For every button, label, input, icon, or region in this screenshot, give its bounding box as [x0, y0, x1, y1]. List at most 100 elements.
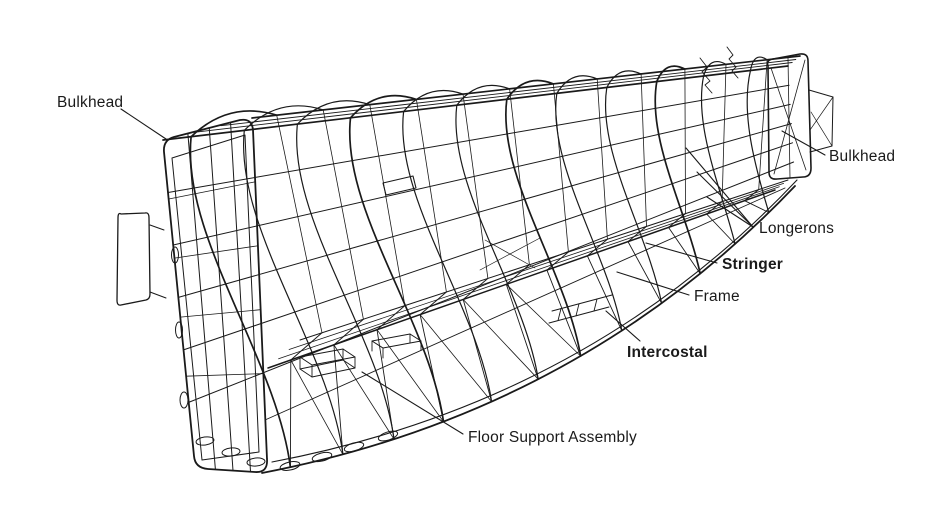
near-top-longeron	[162, 65, 789, 141]
floor-intercostal	[278, 186, 780, 360]
roof-arch	[456, 84, 511, 106]
far-frame-member	[509, 88, 530, 266]
floor-support-box-legs	[371, 333, 422, 359]
roof-arch	[655, 65, 686, 83]
floor-support-strut	[462, 299, 493, 403]
label-stringer: Stringer	[722, 256, 783, 273]
bulkhead-stiffener	[230, 122, 251, 473]
break-line	[699, 57, 713, 94]
break-line	[726, 46, 739, 79]
lightening-hole-icon	[377, 430, 399, 442]
floor-support-box-base	[299, 359, 356, 378]
leader-bulkhead-left	[120, 108, 167, 140]
side-stringer	[167, 84, 790, 193]
far-frame-member	[758, 59, 768, 190]
bulkhead-stiffener	[187, 133, 216, 470]
leader-frame	[616, 271, 690, 296]
roof-arch	[505, 79, 555, 101]
lightening-hole-icon	[246, 457, 266, 467]
roof-arch	[403, 89, 464, 113]
far-frame-member	[276, 114, 323, 334]
side-stringer	[172, 103, 791, 246]
leader-stringer	[645, 242, 718, 264]
roof-arch	[556, 75, 598, 94]
frame-member	[746, 69, 770, 214]
leader-longerons	[706, 196, 754, 228]
interior-brace	[484, 239, 536, 269]
frame-member	[504, 98, 582, 357]
far-frame-member	[462, 93, 489, 279]
floor-support-box-legs	[299, 348, 356, 378]
frame-member	[605, 86, 663, 304]
lightening-hole-icon	[195, 436, 215, 446]
floor-support-strut	[333, 344, 344, 455]
frame-member	[654, 80, 702, 275]
intercostal-rung	[575, 303, 580, 317]
lightening-hole-icon	[311, 451, 333, 463]
roof-hatch	[382, 175, 417, 196]
leader-floor-support-assembly	[361, 371, 464, 435]
far-top-longeron	[251, 55, 801, 119]
floor-support-box	[371, 333, 422, 349]
roof-arch	[749, 56, 768, 71]
roof-arch	[349, 94, 418, 119]
bulkhead-stiffener	[174, 245, 259, 259]
roof-arch	[606, 70, 642, 89]
label-intercostal: Intercostal	[627, 344, 708, 361]
lightening-hole-icon	[171, 246, 179, 264]
floor-support-brace	[376, 329, 444, 422]
floor-support-strut	[376, 329, 395, 440]
floor-beam	[668, 213, 686, 228]
floor-support-strut	[627, 241, 663, 304]
keel-line	[261, 185, 796, 474]
under-floor-keelson	[264, 187, 786, 421]
floor-beam	[627, 225, 647, 243]
lightening-hole-icon	[343, 441, 365, 453]
panel-connector	[149, 224, 165, 231]
aft-brace	[810, 111, 833, 147]
floor-beam	[706, 201, 723, 215]
floor-beam	[376, 305, 406, 331]
side-stringer	[183, 142, 793, 351]
floor-far-edge	[299, 179, 789, 341]
floor-support-strut	[546, 269, 582, 357]
leader-intercostal	[605, 310, 641, 342]
aft-frame	[808, 89, 834, 153]
side-stringer	[188, 161, 795, 403]
floor-support-brace	[462, 299, 539, 380]
lightening-hole-icon	[221, 447, 241, 457]
frame-member	[555, 92, 623, 332]
floor-support-brace	[290, 359, 344, 455]
front-bulkhead-outline	[163, 118, 268, 473]
bulkhead-stiffener	[208, 128, 234, 472]
floor-intercostal	[288, 183, 784, 350]
floor-support-strut	[668, 226, 701, 275]
frame-member	[455, 104, 539, 380]
bulkhead-stiffener	[179, 309, 261, 318]
panel-connector	[149, 291, 167, 299]
far-frame-member	[322, 109, 364, 320]
far-frame-member	[596, 78, 608, 240]
intercostal-member	[548, 306, 610, 324]
leader-bulkhead-right	[781, 130, 826, 156]
bulkhead-stiffener	[185, 373, 264, 377]
label-frame: Frame	[694, 288, 740, 305]
far-frame-member	[640, 73, 647, 227]
aft-brace	[809, 96, 834, 131]
far-frame-member	[684, 68, 686, 214]
tail-stiffener	[787, 57, 791, 179]
label-floor-support-assembly: Floor Support Assembly	[468, 429, 637, 446]
far-frame-member	[369, 104, 406, 306]
floor-support-strut	[706, 213, 736, 245]
frame-member	[189, 135, 292, 469]
roof-arch	[703, 61, 727, 77]
diagram-linework	[116, 46, 834, 474]
roof-stringer	[193, 62, 793, 133]
floor-beam	[462, 277, 489, 300]
intercostal-rung	[593, 298, 598, 312]
frame-member	[242, 129, 344, 455]
floor-near-edge	[267, 189, 776, 369]
floor-beam	[333, 318, 364, 346]
lightening-hole-icon	[175, 321, 183, 339]
